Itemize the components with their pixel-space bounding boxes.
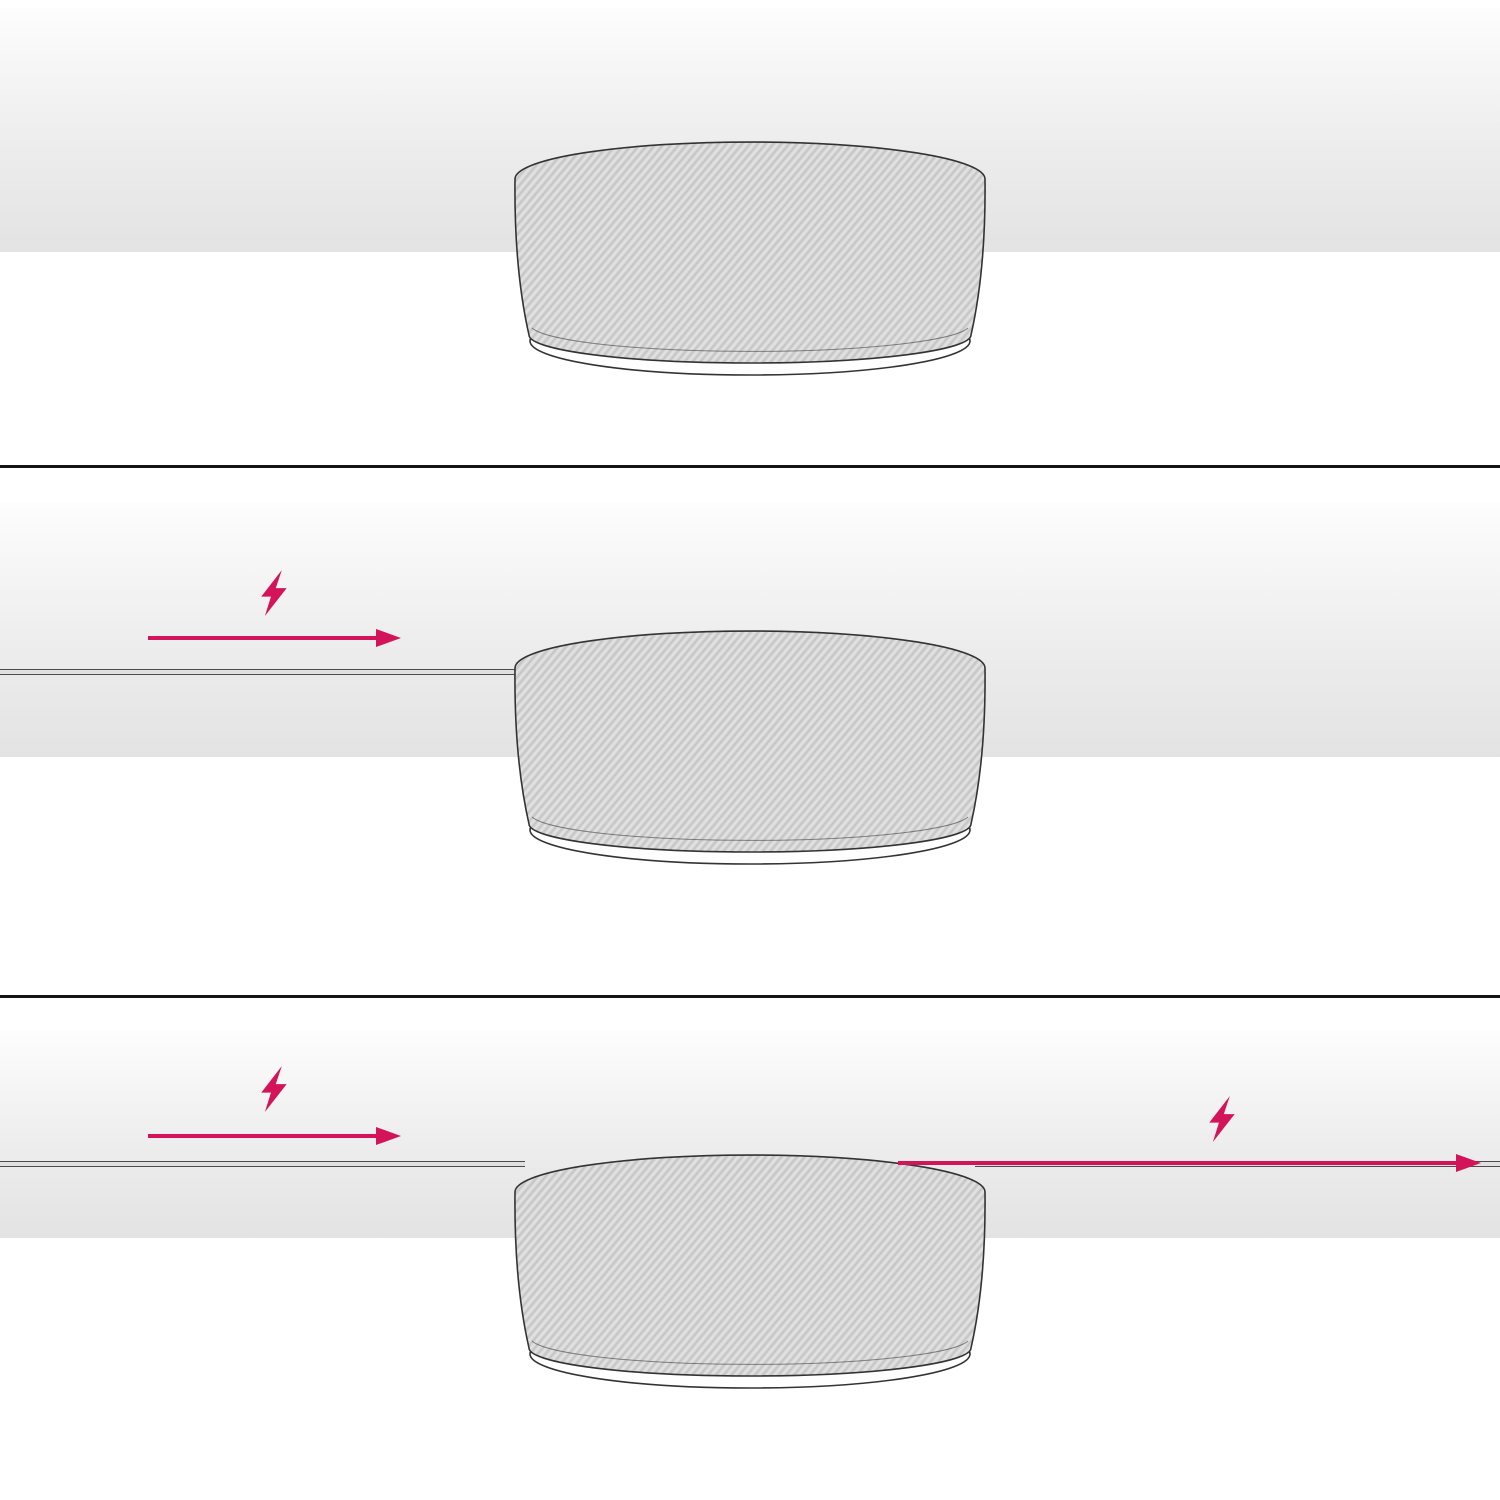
drum-ceiling-lampshade (514, 630, 986, 865)
textile-cable-left (0, 1161, 525, 1167)
drum-ceiling-lampshade (514, 1154, 986, 1389)
lightning-bolt-icon (261, 570, 287, 616)
section-divider (0, 995, 1500, 998)
panel-power-feed-left (0, 468, 1500, 995)
shade-rim-line (531, 816, 969, 841)
lightning-bolt-icon (1209, 1096, 1235, 1142)
lightning-bolt-icon (261, 1066, 287, 1112)
section-divider (0, 465, 1500, 468)
power-flow-arrow-right (148, 1127, 401, 1145)
textile-cable-left (0, 669, 525, 675)
drum-ceiling-lampshade (514, 141, 986, 376)
shade-body (514, 141, 986, 364)
panel-power-pass-through (0, 998, 1500, 1500)
shade-body (514, 630, 986, 853)
power-flow-arrow-right (148, 629, 401, 647)
panel-flush-ceiling-lamp (0, 0, 1500, 465)
shade-rim-line (531, 327, 969, 352)
shade-rim-line (531, 1340, 969, 1365)
power-flow-arrow-right (898, 1154, 1481, 1172)
shade-body (514, 1154, 986, 1377)
